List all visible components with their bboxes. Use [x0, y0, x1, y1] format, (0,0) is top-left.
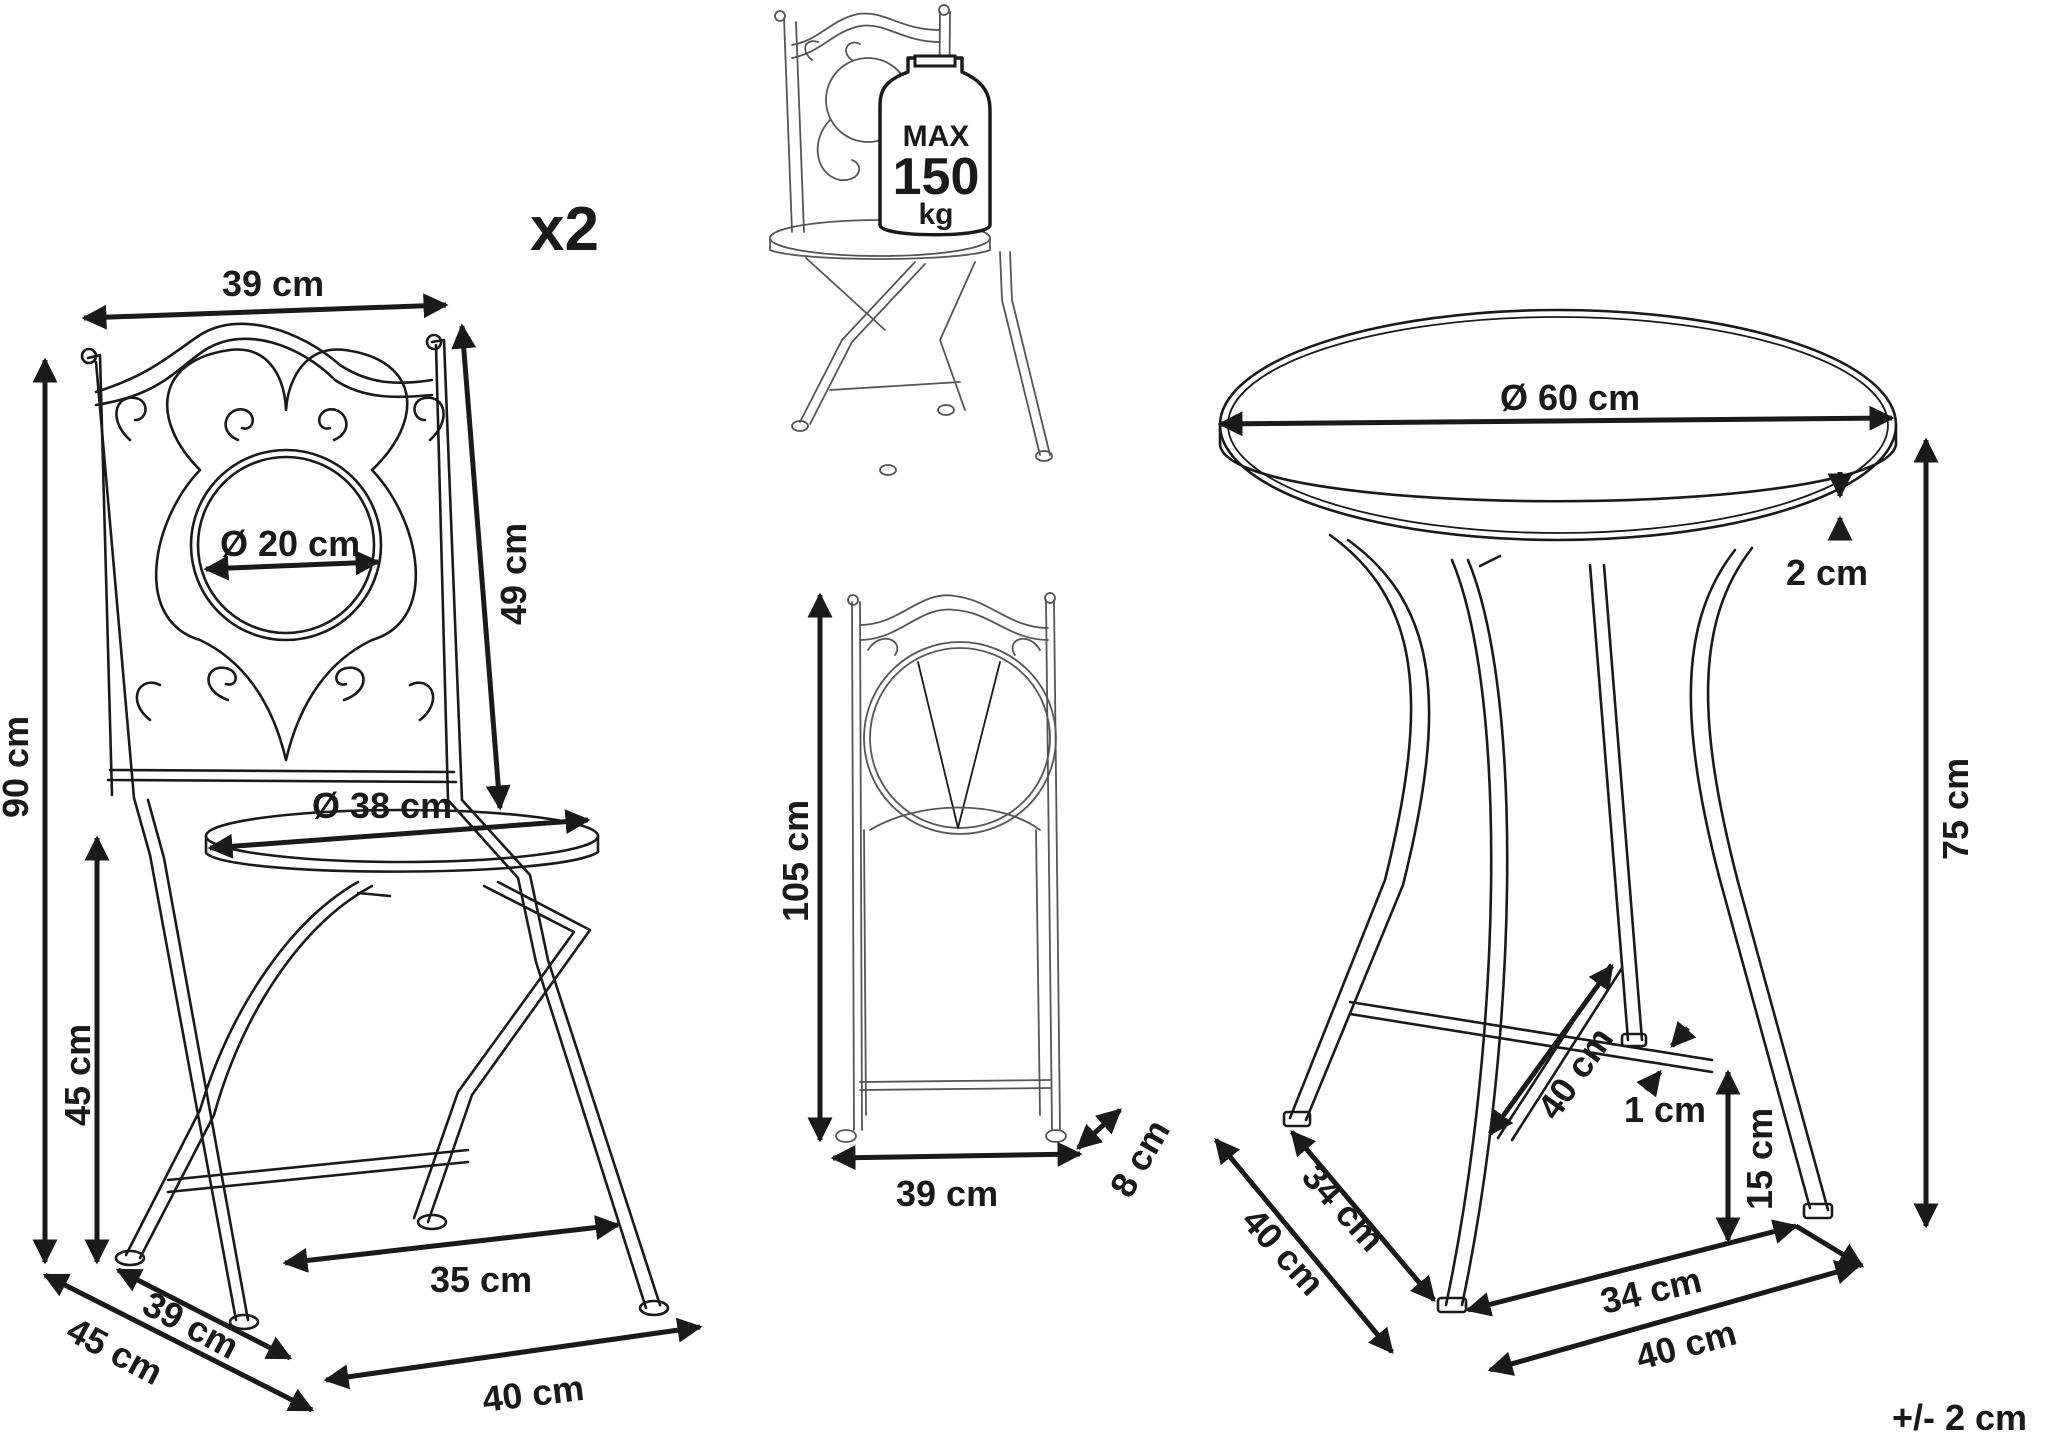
- max-load-line2: 150: [893, 148, 980, 206]
- backrest-height-dimension: [451, 323, 511, 811]
- chair-illustration: [80, 322, 670, 1331]
- total-height-label: 90 cm: [0, 716, 36, 818]
- table-bar-height-label: 15 cm: [1739, 1108, 1780, 1210]
- table-inner-width-extension: [1794, 1223, 1865, 1269]
- seat-height-label: 45 cm: [57, 1024, 98, 1126]
- table-ring-diameter-dimension: [1487, 963, 1615, 1137]
- table-base-width-label: 40 cm: [1631, 1312, 1740, 1378]
- chair-width-label: 39 cm: [222, 263, 324, 304]
- table-bar-thickness-dimension-top: [1670, 1020, 1697, 1048]
- table-bar-thickness-dimension-bottom: [1636, 1070, 1662, 1098]
- table-inner-depth-label: 34 cm: [1294, 1156, 1393, 1259]
- backrest-circle-dimension: [203, 550, 381, 581]
- folded-chair-illustration: [835, 592, 1067, 1143]
- table-top-diameter-dimension: [1217, 405, 1895, 437]
- chair-width-dimension: [81, 293, 449, 330]
- base-width-label: 40 cm: [480, 1367, 586, 1420]
- max-load-line1: MAX: [903, 120, 970, 153]
- table-height-label: 75 cm: [1935, 758, 1976, 860]
- folded-width-label: 39 cm: [896, 1173, 998, 1214]
- folded-depth-label: 8 cm: [1101, 1112, 1178, 1204]
- table-bar-thickness-label: 1 cm: [1624, 1089, 1706, 1130]
- folded-height-label: 105 cm: [775, 800, 816, 922]
- table-base-width-dimension: [1487, 1260, 1861, 1376]
- base-width-dimension: [323, 1317, 703, 1390]
- table-top-thickness-label: 2 cm: [1786, 552, 1868, 593]
- tolerance-note: +/- 2 cm: [1892, 1397, 2027, 1438]
- seat-diameter-dimension: [207, 809, 591, 859]
- folded-width-dimension: [830, 1141, 1083, 1171]
- table-top-diameter-label: Ø 60 cm: [1500, 377, 1640, 418]
- table-base-depth-label: 40 cm: [1234, 1200, 1333, 1303]
- leg-span-dimension: [282, 1215, 621, 1273]
- table-base-depth-dimension: [1214, 1138, 1394, 1354]
- seat-diameter-label: Ø 38 cm: [312, 785, 452, 826]
- max-load-line3: kg: [918, 198, 953, 231]
- backrest-circle-label: Ø 20 cm: [220, 523, 360, 564]
- table-ring-diameter-label: 40 cm: [1529, 1019, 1621, 1126]
- set-quantity-label: x2: [530, 195, 599, 264]
- backrest-height-label: 49 cm: [493, 523, 534, 625]
- folded-depth-dimension: [1076, 1108, 1122, 1150]
- weight-bottle-icon: [878, 54, 992, 237]
- leg-span-label: 35 cm: [430, 1259, 532, 1300]
- base-depth-dimension: [42, 1272, 315, 1413]
